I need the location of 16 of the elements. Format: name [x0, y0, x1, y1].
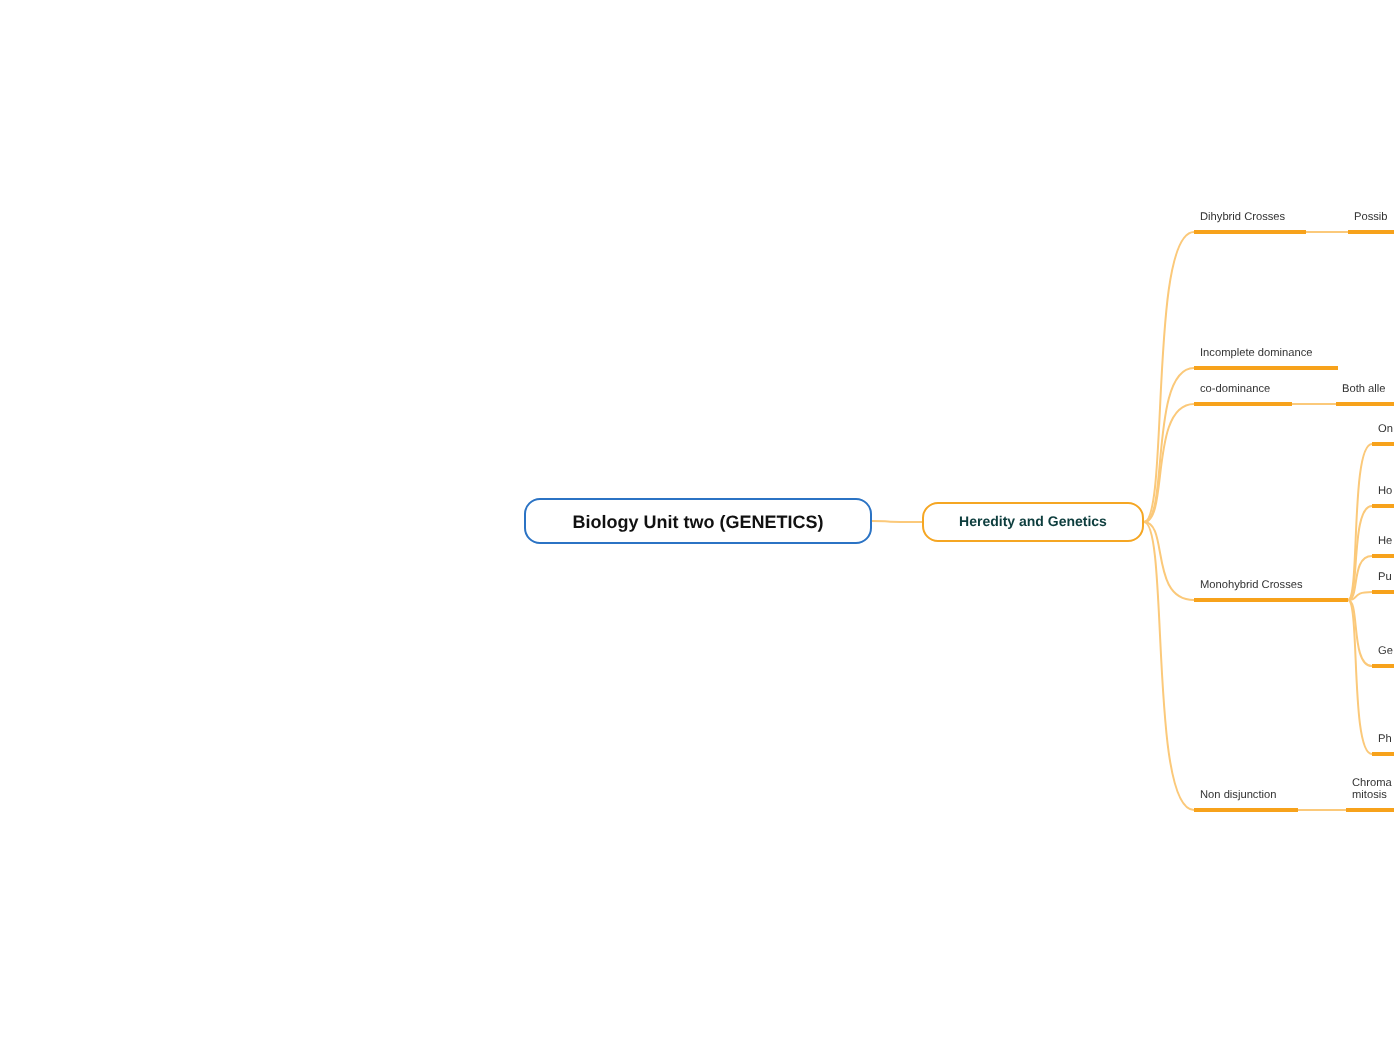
connector-line	[1143, 231, 1195, 523]
connector-line	[1347, 443, 1373, 601]
connector-line	[1143, 521, 1195, 601]
connector-line	[1143, 367, 1195, 523]
connector-line	[1143, 521, 1195, 811]
root-topic-box: Biology Unit two (GENETICS)	[524, 498, 872, 544]
connector-line	[1143, 403, 1195, 523]
connector-line	[1347, 555, 1373, 601]
connector-line	[871, 520, 923, 523]
connector-line	[1347, 599, 1373, 755]
connector-line	[1291, 403, 1337, 405]
connector-line	[1347, 591, 1373, 601]
connector-line	[1347, 599, 1373, 667]
connector-line	[1347, 505, 1373, 601]
connector-line	[1297, 809, 1347, 811]
connector-line	[1305, 231, 1349, 233]
